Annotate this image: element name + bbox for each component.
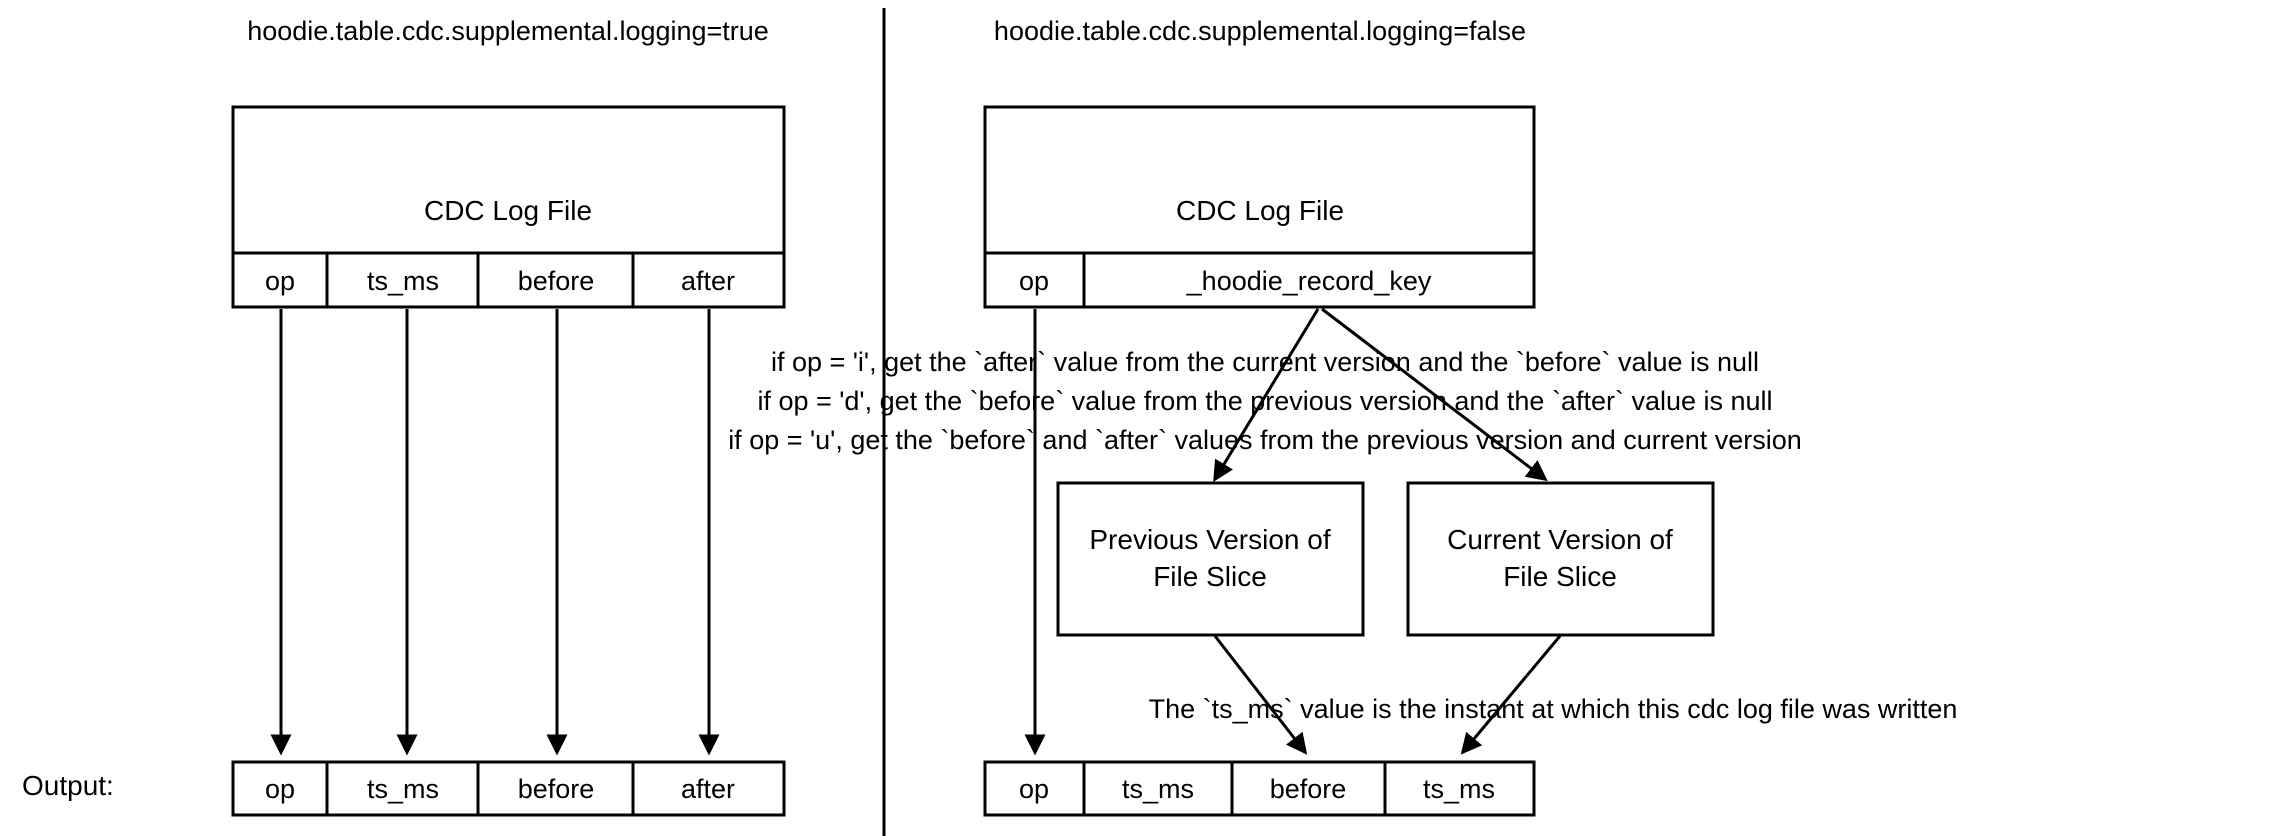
right-cdc-log-file-box bbox=[983, 105, 1536, 255]
left-output-cell-before-label: before bbox=[518, 774, 595, 804]
left-output-label: Output: bbox=[22, 770, 114, 801]
previous-version-file-slice-label-line2: File Slice bbox=[1153, 561, 1267, 592]
left-output-cell-op bbox=[231, 760, 329, 817]
left-source-cell-ts-ms bbox=[325, 251, 480, 309]
right-panel-title: hoodie.table.cdc.supplemental.logging=fa… bbox=[994, 16, 1526, 46]
right-source-cell-op-label: op bbox=[1019, 266, 1049, 296]
right-cdc-log-file-label: CDC Log File bbox=[1176, 195, 1344, 226]
left-output-cell-after-label: after bbox=[681, 774, 735, 804]
left-output-cell-ts-ms-label: ts_ms bbox=[367, 774, 439, 804]
right-note-line-2: if op = 'd', get the `before` value from… bbox=[757, 386, 1772, 416]
right-ts-ms-note: The `ts_ms` value is the instant at whic… bbox=[1149, 694, 1958, 724]
right-source-cell-record-key bbox=[1082, 251, 1536, 309]
left-output-cell-op-label: op bbox=[265, 774, 295, 804]
left-source-cell-before bbox=[476, 251, 635, 309]
left-source-cell-before-label: before bbox=[518, 266, 595, 296]
right-note-line-1: if op = 'i', get the `after` value from … bbox=[771, 347, 1759, 377]
left-source-cell-op-label: op bbox=[265, 266, 295, 296]
right-arrow-to-current-version bbox=[1321, 307, 1548, 482]
right-source-cell-record-key-label: _hoodie_record_key bbox=[1186, 266, 1432, 296]
previous-version-file-slice-label-line1: Previous Version of bbox=[1089, 524, 1330, 555]
right-output-cell-op-label: op bbox=[1019, 774, 1049, 804]
left-panel-title: hoodie.table.cdc.supplemental.logging=tr… bbox=[247, 16, 769, 46]
left-source-cell-after-label: after bbox=[681, 266, 735, 296]
arrow-current-version-to-output-ts-ms bbox=[1460, 635, 1562, 755]
previous-version-file-slice-box bbox=[1056, 481, 1365, 637]
right-output-cell-ts-ms-label: ts_ms bbox=[1122, 774, 1194, 804]
left-source-cell-ts-ms-label: ts_ms bbox=[367, 266, 439, 296]
right-output-cell-ts-ms-2-label: ts_ms bbox=[1423, 774, 1495, 804]
right-arrow-to-previous-version bbox=[1213, 308, 1320, 482]
left-output-cell-after bbox=[631, 760, 786, 817]
current-version-file-slice-label-line2: File Slice bbox=[1503, 561, 1617, 592]
left-cdc-log-file-box bbox=[231, 105, 786, 255]
left-cdc-log-file-label: CDC Log File bbox=[424, 195, 592, 226]
left-output-cell-before bbox=[476, 760, 635, 817]
right-output-cell-op bbox=[983, 760, 1086, 817]
right-note-line-3: if op = 'u', get the `before` and `after… bbox=[728, 425, 1802, 455]
right-output-cell-before-label: before bbox=[1270, 774, 1347, 804]
right-output-cell-ts-ms-2 bbox=[1383, 760, 1536, 817]
left-source-cell-after bbox=[631, 251, 786, 309]
current-version-file-slice-box bbox=[1406, 481, 1715, 637]
current-version-file-slice-label-line1: Current Version of bbox=[1447, 524, 1673, 555]
arrow-previous-version-to-output-before bbox=[1213, 635, 1308, 755]
